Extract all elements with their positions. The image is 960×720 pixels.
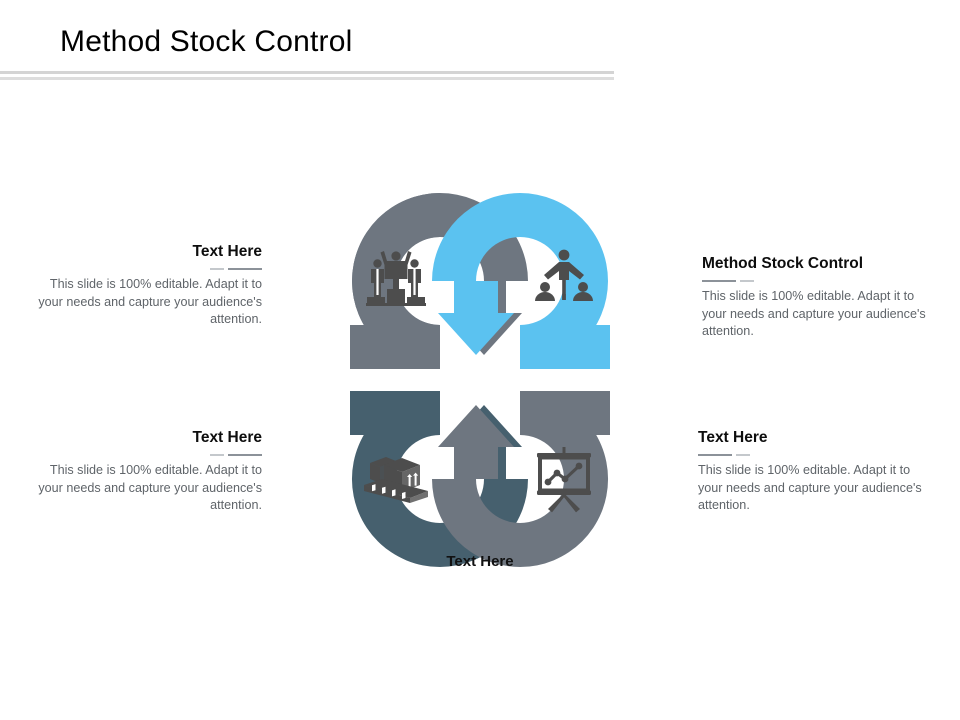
page-title: Method Stock Control <box>60 25 353 58</box>
text-block-top-left-body: This slide is 100% editable. Adapt it to… <box>38 277 262 326</box>
quadrant-top-right[interactable] <box>432 193 610 369</box>
title-divider <box>0 71 614 80</box>
text-block-bottom-left-body: This slide is 100% editable. Adapt it to… <box>38 463 262 512</box>
text-block-bottom-right-body: This slide is 100% editable. Adapt it to… <box>698 463 922 512</box>
text-block-top-left-heading: Text Here <box>192 243 263 260</box>
presentation-chart-icon <box>537 447 591 513</box>
org-chart-people-icon <box>535 249 593 301</box>
heading-underline <box>22 451 262 458</box>
text-block-bottom-right[interactable]: Text Here This slide is 100% editable. A… <box>698 429 938 515</box>
pallet-boxes-icon <box>364 457 428 503</box>
text-block-top-right-body: This slide is 100% editable. Adapt it to… <box>702 289 926 338</box>
text-block-bottom-right-heading: Text Here <box>698 429 768 446</box>
title-divider-line-2 <box>0 77 614 80</box>
quadrant-bottom-right[interactable] <box>432 391 610 567</box>
text-block-bottom-left[interactable]: Text Here This slide is 100% editable. A… <box>22 429 262 515</box>
text-block-top-right[interactable]: Method Stock Control This slide is 100% … <box>702 255 942 341</box>
heading-underline <box>22 265 262 272</box>
text-block-top-right-heading: Method Stock Control <box>702 255 864 272</box>
heading-underline <box>698 451 938 458</box>
heading-underline <box>702 277 942 284</box>
title-divider-line-1 <box>0 71 614 74</box>
podium-winners-icon <box>366 251 426 306</box>
text-block-bottom-left-heading: Text Here <box>192 429 263 446</box>
cycle-diagram: Text Here <box>272 185 688 575</box>
text-block-top-left[interactable]: Text Here This slide is 100% editable. A… <box>22 243 262 329</box>
